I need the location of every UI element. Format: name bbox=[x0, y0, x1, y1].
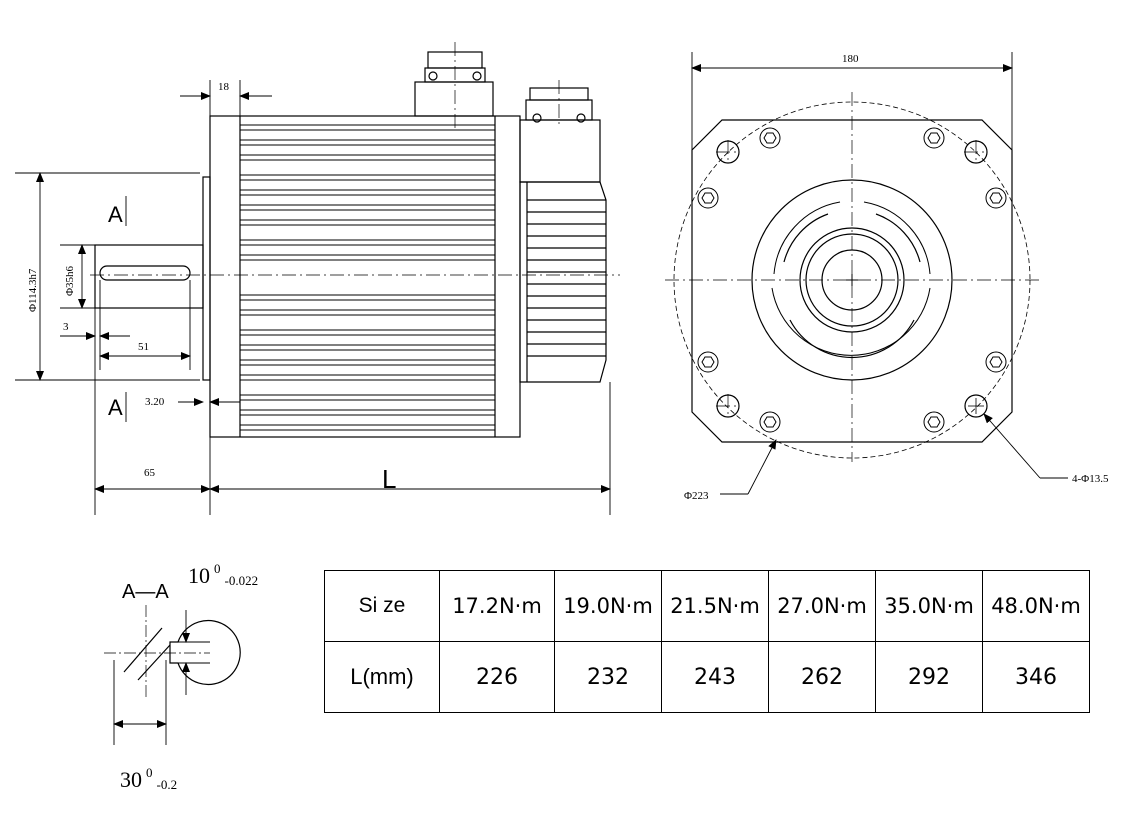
length-cell: 243 bbox=[661, 641, 769, 713]
key-width-tolerance: 10 0-0.022 bbox=[188, 562, 258, 587]
key-width-upper: 0 bbox=[214, 561, 221, 576]
dim-shaft-diameter: Φ35h6 bbox=[64, 265, 76, 296]
dim-pilot-diameter: Φ114.3h7 bbox=[27, 268, 39, 312]
key-depth-nominal: 30 bbox=[120, 767, 142, 792]
torque-cell: 17.2N·m bbox=[439, 570, 555, 642]
torque-cell: 27.0N·m bbox=[768, 570, 876, 642]
mount-hole bbox=[964, 394, 988, 418]
length-cell: 292 bbox=[875, 641, 983, 713]
front-view bbox=[665, 52, 1068, 495]
length-cell: 232 bbox=[554, 641, 662, 713]
dim-pilot-depth: 3.20 bbox=[145, 396, 165, 408]
shaft-keyway bbox=[99, 265, 191, 281]
length-cell: 226 bbox=[439, 641, 555, 713]
length-row: L(mm) 226 232 243 262 292 346 bbox=[324, 641, 1090, 713]
key-depth-tolerance: 30 0-0.2 bbox=[120, 766, 177, 791]
key-depth-lower: -0.2 bbox=[156, 777, 178, 792]
torque-cell: 48.0N·m bbox=[982, 570, 1090, 642]
section-title: A—A bbox=[122, 581, 169, 603]
cooling-fins bbox=[240, 124, 495, 431]
section-a-a bbox=[104, 605, 241, 745]
dim-bolt-circle: Φ223 bbox=[684, 490, 709, 502]
length-header: L(mm) bbox=[324, 641, 440, 713]
key-width-lower: -0.022 bbox=[224, 573, 259, 588]
torque-cell: 35.0N·m bbox=[875, 570, 983, 642]
size-length-table: Si ze 17.2N·m 19.0N·m 21.5N·m 27.0N·m 35… bbox=[324, 570, 1090, 713]
motor-body bbox=[209, 115, 521, 438]
torque-cell: 21.5N·m bbox=[661, 570, 769, 642]
dim-flange-width: 180 bbox=[842, 53, 859, 65]
torque-row: Si ze 17.2N·m 19.0N·m 21.5N·m 27.0N·m 35… bbox=[324, 570, 1090, 642]
dim-key-length: 51 bbox=[138, 341, 149, 353]
power-connector bbox=[414, 51, 494, 117]
dim-mount-holes: 4-Φ13.5 bbox=[1072, 473, 1109, 485]
encoder-housing bbox=[519, 87, 607, 383]
size-header: Si ze bbox=[324, 570, 440, 642]
length-cell: 262 bbox=[768, 641, 876, 713]
output-shaft bbox=[94, 244, 204, 309]
section-marker-top: A bbox=[108, 202, 123, 227]
dim-flange-thickness: 18 bbox=[218, 81, 230, 93]
length-cell: 346 bbox=[982, 641, 1090, 713]
shaft-section bbox=[169, 619, 241, 686]
key-depth-upper: 0 bbox=[146, 765, 153, 780]
dim-key-offset: 3 bbox=[63, 321, 69, 333]
side-view bbox=[15, 42, 620, 515]
dim-shaft-length: 65 bbox=[144, 467, 156, 479]
section-marker-bottom: A bbox=[108, 395, 123, 420]
key-width-nominal: 10 bbox=[188, 563, 210, 588]
dim-motor-length: L bbox=[382, 464, 396, 494]
square-flange bbox=[691, 119, 1013, 443]
torque-cell: 19.0N·m bbox=[554, 570, 662, 642]
pilot-boss bbox=[202, 176, 211, 381]
